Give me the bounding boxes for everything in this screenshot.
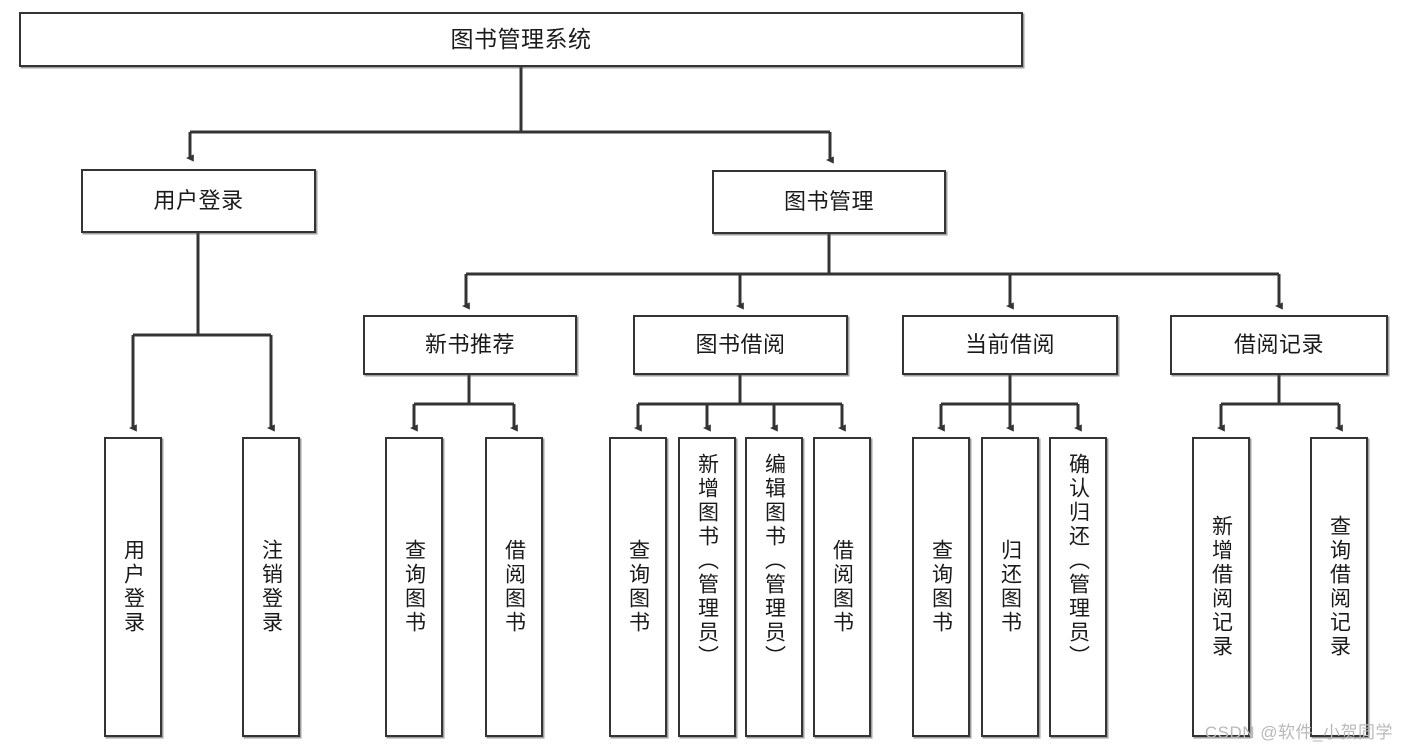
node-leaf-query-book-2[interactable]: 查询图书 [609,437,667,737]
node-leaf-user-login[interactable]: 用户登录 [104,437,162,737]
watermark: CSDN @软件_小贺同学 [1204,723,1393,742]
node-label: 查询图书 [402,539,426,635]
node-label: 新增图书（管理员） [695,453,719,669]
node-label: 新书推荐 [424,332,515,358]
node-label: 借阅图书 [502,539,526,635]
node-leaf-query-record[interactable]: 查询借阅记录 [1310,437,1368,737]
node-current-borrow[interactable]: 当前借阅 [902,315,1118,375]
node-leaf-borrow-book-2[interactable]: 借阅图书 [813,437,871,737]
node-label: 图书管理系统 [450,25,592,52]
node-user-login[interactable]: 用户登录 [81,169,316,233]
node-label: 图书管理 [783,189,874,215]
node-label: 用户登录 [121,539,145,635]
node-label: 确认归还（管理员） [1066,453,1090,669]
node-label: 借阅记录 [1233,332,1324,358]
node-label: 查询借阅记录 [1327,515,1351,659]
node-label: 图书借阅 [695,332,786,358]
node-label: 注销登录 [259,539,283,635]
node-new-book-recommend[interactable]: 新书推荐 [363,315,577,375]
node-label: 查询图书 [626,539,650,635]
node-root-book-management-system[interactable]: 图书管理系统 [19,12,1023,67]
node-borrow-record[interactable]: 借阅记录 [1170,315,1388,375]
node-leaf-query-book-3[interactable]: 查询图书 [912,437,970,737]
node-label: 归还图书 [998,539,1022,635]
node-leaf-borrow-book-1[interactable]: 借阅图书 [485,437,543,737]
node-book-manage[interactable]: 图书管理 [712,170,946,234]
node-label: 查询图书 [929,539,953,635]
node-leaf-return-book[interactable]: 归还图书 [981,437,1039,737]
node-leaf-logout-login[interactable]: 注销登录 [242,437,300,737]
node-leaf-confirm-return[interactable]: 确认归还（管理员） [1049,437,1107,737]
node-label: 当前借阅 [964,332,1055,358]
node-leaf-edit-book[interactable]: 编辑图书（管理员） [745,437,803,737]
node-label: 借阅图书 [830,539,854,635]
node-book-borrow[interactable]: 图书借阅 [633,315,848,375]
node-leaf-query-book-1[interactable]: 查询图书 [385,437,443,737]
node-label: 新增借阅记录 [1209,515,1233,659]
node-label: 编辑图书（管理员） [762,453,786,669]
node-leaf-add-book[interactable]: 新增图书（管理员） [678,437,736,737]
node-leaf-add-record[interactable]: 新增借阅记录 [1192,437,1250,737]
node-label: 用户登录 [153,188,244,214]
